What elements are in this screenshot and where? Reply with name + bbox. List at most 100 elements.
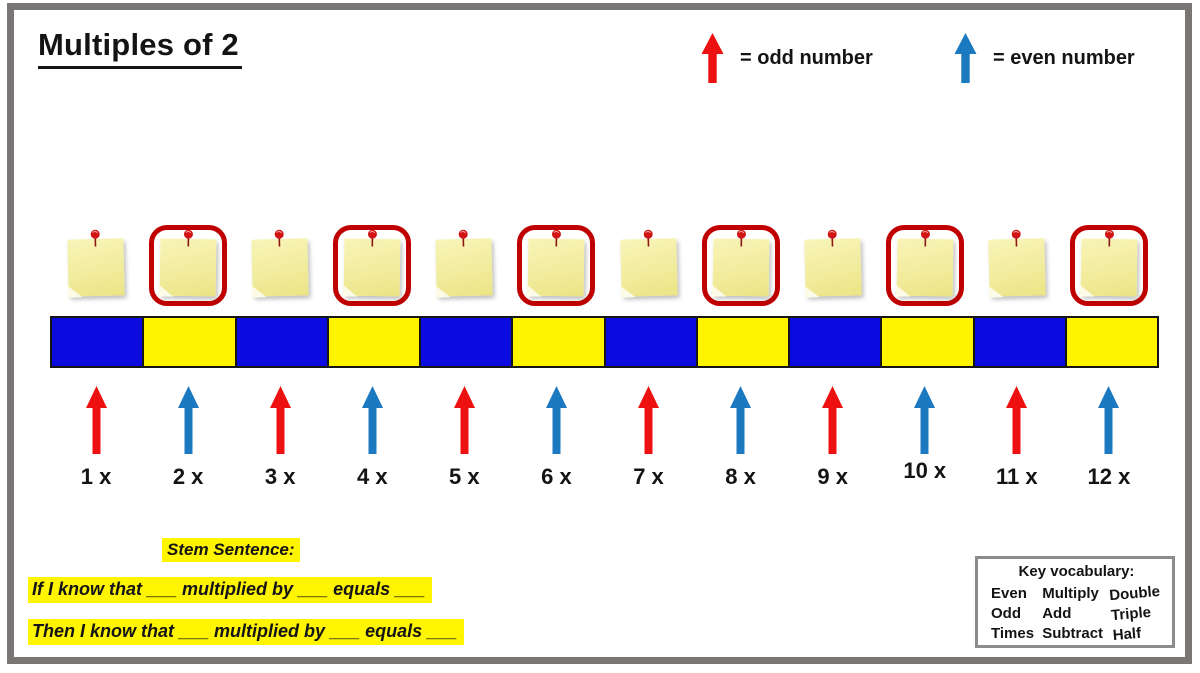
arrow-slot-6 <box>510 386 602 458</box>
page-title: Multiples of 2 <box>38 27 242 69</box>
arrow-slot-5 <box>418 386 510 458</box>
even-arrow-icon <box>1098 386 1120 454</box>
odd-arrow-icon <box>269 386 291 454</box>
vocab-word: Half <box>1112 624 1142 645</box>
pushpin-icon <box>643 229 653 247</box>
multiplier-label: 11 x <box>996 464 1038 489</box>
note-slot-5 <box>418 224 510 308</box>
even-arrow-icon <box>730 386 752 454</box>
odd-arrow-icon <box>85 386 107 454</box>
multiplier-label: 2 x <box>172 464 204 489</box>
arrow-slot-9 <box>787 386 879 458</box>
even-arrow-icon <box>545 386 567 454</box>
even-arrow-icon <box>177 386 199 454</box>
legend-even-label: = even number <box>993 46 1135 69</box>
note-slot-1 <box>50 224 142 308</box>
multiplier-label: 8 x <box>725 464 756 489</box>
pushpin-icon <box>274 229 284 247</box>
odd-arrow-icon <box>822 386 844 454</box>
track-cell-12 <box>1066 318 1157 366</box>
pushpin-icon <box>736 229 746 247</box>
track-cell-1 <box>52 318 143 366</box>
track-cell-9 <box>790 318 881 366</box>
multiple-of-2-circle <box>1069 225 1148 306</box>
multiplier-label: 7 x <box>633 464 664 489</box>
sticky-note <box>803 229 862 297</box>
multiplier-label: 10 x <box>903 458 947 483</box>
pushpin-icon <box>184 229 194 247</box>
pushpin-icon <box>1011 229 1021 247</box>
multiplier-label: 9 x <box>817 464 848 489</box>
sticky-note <box>67 229 125 297</box>
stem-sentence-line2: Then I know that ___ multiplied by ___ e… <box>28 619 465 645</box>
vocab-word: Multiply <box>1042 585 1099 602</box>
sticky-note <box>988 229 1046 297</box>
slide-border-frame <box>7 3 1192 664</box>
sticky-note <box>159 229 217 297</box>
pushpin-icon <box>920 229 930 247</box>
odd-arrow-icon <box>701 33 724 83</box>
even-arrow-icon <box>954 33 977 83</box>
arrow-slot-12 <box>1063 386 1155 458</box>
arrow-slot-4 <box>326 386 418 458</box>
key-vocabulary-title: Key vocabulary: <box>1018 563 1135 580</box>
sticky-note <box>251 229 309 297</box>
multiplier-label: 12 x <box>1087 464 1131 489</box>
arrow-slot-7 <box>602 386 694 458</box>
pushpin-icon <box>459 229 469 247</box>
sticky-note <box>435 229 494 297</box>
even-arrow-icon <box>361 386 383 454</box>
legend-odd-label: = odd number <box>740 46 873 69</box>
note-slot-3 <box>234 224 326 308</box>
note-slot-9 <box>787 224 879 308</box>
sticky-note <box>896 229 954 297</box>
track-cell-6 <box>513 318 604 366</box>
arrow-slot-10 <box>879 386 971 458</box>
vocab-word: Subtract <box>1042 625 1104 642</box>
multiple-of-2-circle <box>517 225 596 306</box>
number-track <box>50 316 1159 368</box>
sticky-note <box>619 229 678 297</box>
sticky-note <box>712 229 769 297</box>
parity-arrows-row <box>50 386 1155 458</box>
note-slot-7 <box>602 224 694 308</box>
multiple-of-2-circle <box>885 225 964 306</box>
track-cell-5 <box>421 318 512 366</box>
vocab-word: Times <box>991 625 1035 642</box>
arrow-slot-1 <box>50 386 142 458</box>
track-cell-3 <box>236 318 327 366</box>
multiplier-label: 6 x <box>541 464 572 489</box>
track-cell-2 <box>144 318 235 366</box>
arrow-slot-11 <box>971 386 1063 458</box>
arrow-slot-2 <box>142 386 234 458</box>
even-arrow-icon <box>914 386 936 454</box>
odd-arrow-icon <box>1006 386 1028 454</box>
arrow-slot-8 <box>695 386 787 458</box>
sticky-note <box>528 229 585 297</box>
note-slot-4 <box>326 224 418 308</box>
multiplier-label: 3 x <box>264 464 296 489</box>
note-slot-10 <box>879 224 971 308</box>
odd-arrow-icon <box>638 386 659 454</box>
arrow-slot-3 <box>234 386 326 458</box>
multiple-of-2-circle <box>149 225 228 306</box>
vocab-word: Add <box>1042 605 1072 622</box>
multiple-of-2-circle <box>701 225 780 306</box>
pushpin-icon <box>827 229 837 247</box>
stem-sentence-line1: If I know that ___ multiplied by ___ equ… <box>28 577 433 603</box>
note-slot-8 <box>695 224 787 308</box>
note-slot-12 <box>1063 224 1155 308</box>
sticky-notes-row <box>50 224 1155 308</box>
note-slot-11 <box>971 224 1063 308</box>
pushpin-icon <box>368 229 378 247</box>
sticky-note <box>343 229 401 297</box>
legend-odd: = odd number <box>700 33 873 83</box>
track-cell-10 <box>882 318 973 366</box>
odd-arrow-icon <box>453 386 475 454</box>
track-cell-8 <box>697 318 788 366</box>
note-slot-6 <box>510 224 602 308</box>
